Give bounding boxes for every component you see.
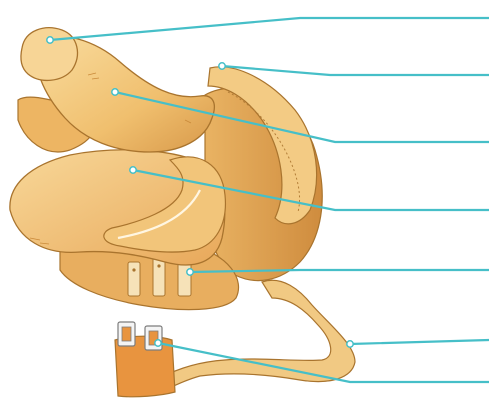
leader-line-cantle xyxy=(222,66,489,75)
callout-dot-girth-strap xyxy=(187,269,193,275)
callout-dot-flap xyxy=(130,167,136,173)
pommel xyxy=(21,28,78,81)
callout-dot-cantle xyxy=(219,63,225,69)
leader-line-girth xyxy=(350,340,489,344)
callout-dot-pommel xyxy=(47,37,53,43)
leader-line-pommel xyxy=(50,18,489,40)
callout-dot-seat xyxy=(112,89,118,95)
leader-line-girth-strap xyxy=(190,270,489,272)
callout-dot-girth-buckle xyxy=(155,340,161,346)
callout-dot-girth xyxy=(347,341,353,347)
